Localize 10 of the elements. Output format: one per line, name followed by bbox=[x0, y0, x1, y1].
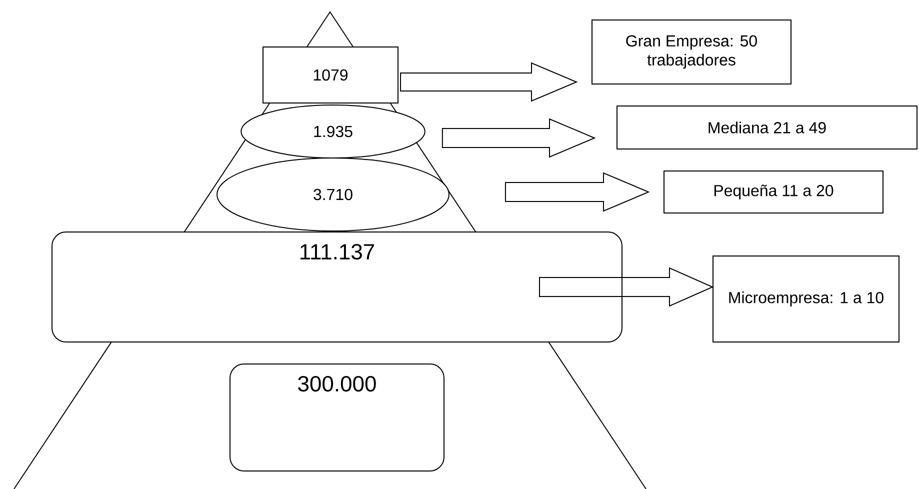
block-arrow bbox=[504, 172, 650, 212]
number-box: 300.000 bbox=[230, 364, 444, 472]
block-arrow bbox=[539, 267, 714, 307]
category-box: Microempresa: 1 a 10 bbox=[712, 256, 900, 342]
category-box: Mediana 21 a 49 bbox=[616, 106, 918, 150]
number-box: 1079 bbox=[262, 46, 398, 104]
block-arrow bbox=[442, 118, 596, 158]
category-box: Pequeña 11 a 20 bbox=[664, 170, 884, 214]
category-box: Gran Empresa: 50 trabajadores bbox=[592, 20, 792, 84]
block-arrow bbox=[400, 62, 578, 102]
